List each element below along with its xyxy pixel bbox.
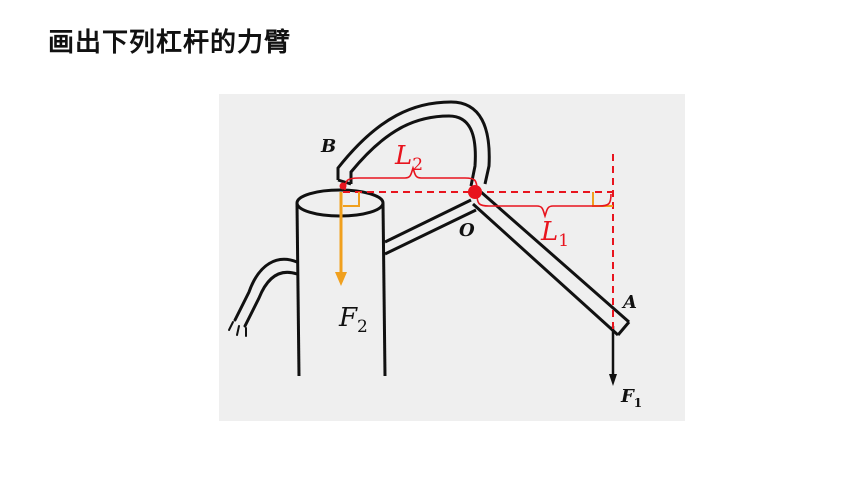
support-strut: [384, 198, 477, 256]
label-a: A: [621, 292, 637, 313]
page-title: 画出下列杠杆的力臂: [48, 28, 292, 58]
label-l1: L1: [540, 217, 569, 251]
right-angle-marker-f2: [343, 192, 360, 207]
label-f1: F1: [620, 386, 642, 410]
label-f2: F2: [338, 303, 368, 337]
lever-arm: [471, 190, 631, 337]
force-f1-arrow: [609, 326, 617, 386]
lever-diagram: B O A L2 L1 F2 F1: [219, 94, 685, 421]
label-b: B: [320, 136, 336, 157]
pivot-dot: [468, 185, 482, 199]
label-l2: L2: [394, 141, 423, 175]
lever-curve: [336, 100, 491, 187]
point-b-dot: [339, 182, 347, 190]
l2-brace: [344, 165, 478, 191]
force-f2-arrow: [335, 192, 347, 286]
pump-spout: [228, 257, 299, 337]
l1-brace: [476, 193, 612, 219]
lever-diagram-svg: B O A L2 L1 F2 F1: [228, 100, 642, 410]
label-o: O: [459, 220, 475, 241]
